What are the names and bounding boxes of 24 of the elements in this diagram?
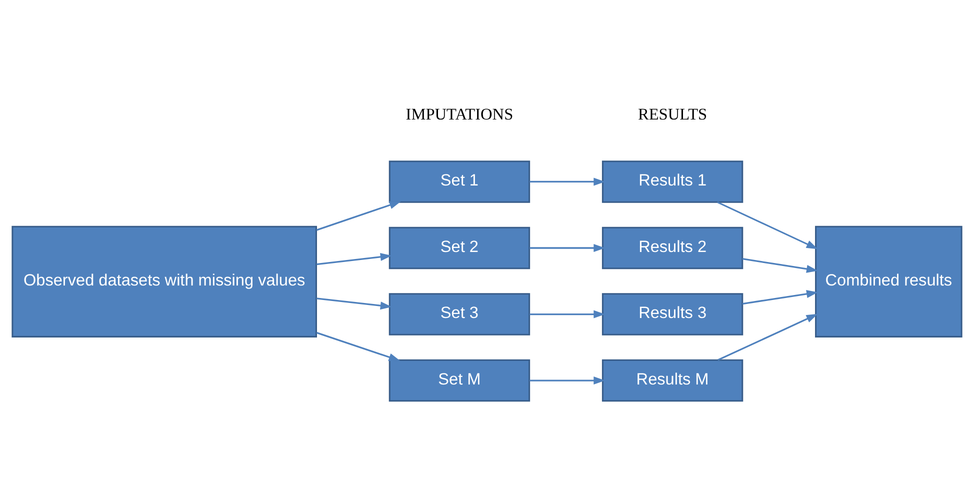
arrow	[742, 258, 818, 272]
arrow	[316, 297, 392, 310]
node-box: Observed datasets with missing values	[12, 225, 317, 337]
label: IMPUTATIONS	[406, 104, 514, 123]
arrow	[530, 376, 606, 384]
label: RESULTS	[638, 104, 708, 123]
arrow	[718, 313, 818, 360]
arrow	[316, 331, 400, 361]
arrow	[530, 310, 606, 318]
arrow	[316, 200, 401, 230]
arrow	[530, 177, 606, 186]
node-box: Set 2	[388, 226, 530, 269]
arrow	[316, 252, 392, 265]
arrow	[530, 244, 606, 252]
arrow	[717, 200, 818, 249]
arrow	[742, 290, 818, 304]
node-box: Set 1	[388, 160, 530, 202]
node-box: Results 2	[602, 226, 744, 269]
node-box: Results 3	[602, 292, 744, 335]
node-box: Set 3	[388, 292, 530, 335]
node-box: Results 1	[602, 160, 744, 202]
node-box: Combined results	[815, 225, 962, 337]
node-box: Results M	[602, 358, 744, 402]
node-box: Set M	[388, 358, 530, 402]
